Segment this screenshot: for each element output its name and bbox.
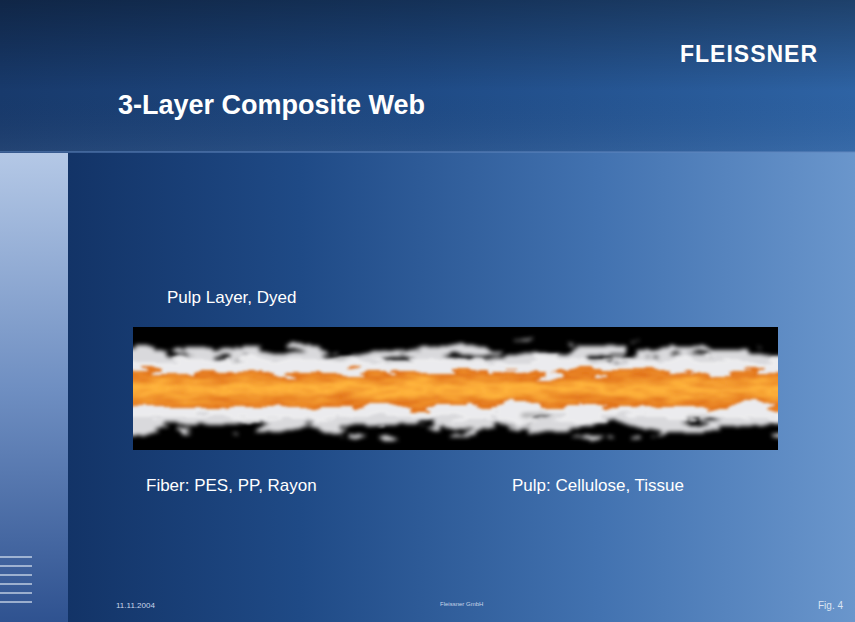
figure-number: Fig. 4 bbox=[818, 600, 843, 611]
footer-date: 11.11.2004 bbox=[116, 601, 155, 610]
footer-company: Fleissner GmbH bbox=[440, 601, 483, 607]
composite-web-image bbox=[110, 327, 800, 450]
layer-label: Fiber: PES, PP, Rayon bbox=[146, 476, 317, 496]
layer-label: Pulp: Cellulose, Tissue bbox=[512, 476, 684, 496]
company-logo: FLEISSNER bbox=[680, 41, 818, 68]
slide-title: 3-Layer Composite Web bbox=[118, 90, 425, 121]
layer-label: Pulp Layer, Dyed bbox=[167, 288, 296, 308]
